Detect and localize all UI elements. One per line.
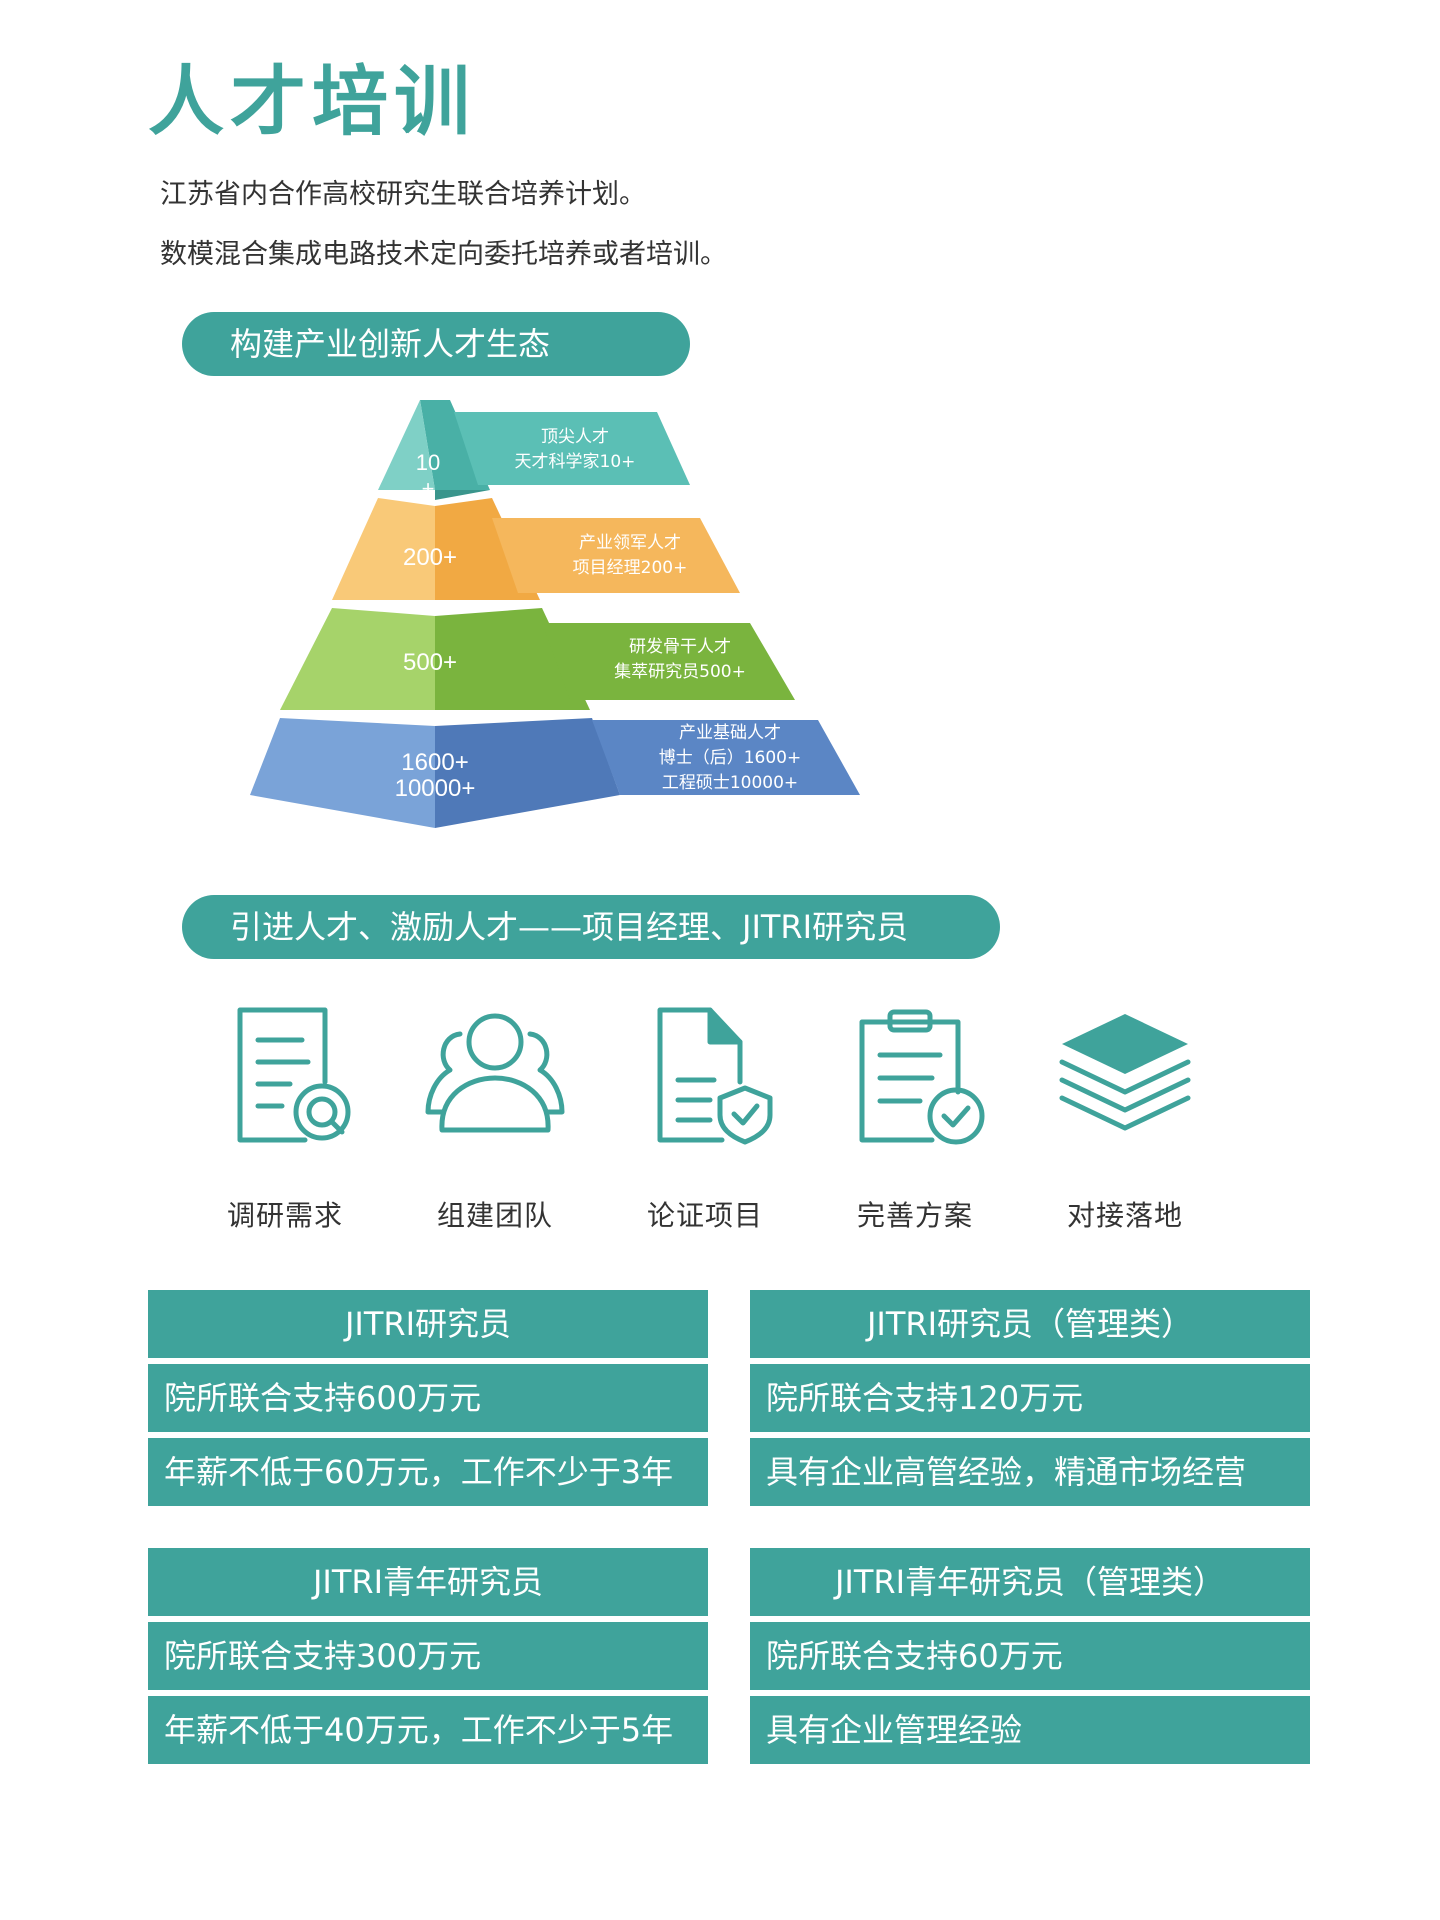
- pyramid-text-line: 10: [416, 450, 440, 475]
- document-search-icon: [237, 1007, 351, 1143]
- card-item: 年薪不低于60万元，工作不少于3年: [148, 1438, 708, 1506]
- card-header: JITRI研究员（管理类）: [750, 1290, 1310, 1358]
- pyramid-text-line: 500+: [403, 649, 457, 676]
- position-card-researcher: JITRI研究员 院所联合支持600万元 年薪不低于60万元，工作不少于3年: [148, 1290, 708, 1512]
- position-card-young-researcher-management: JITRI青年研究员（管理类） 院所联合支持60万元 具有企业管理经验: [750, 1548, 1310, 1770]
- layers-icon: [1059, 1014, 1191, 1131]
- step-label-refine: 完善方案: [856, 1199, 973, 1232]
- clipboard-check-icon: [859, 1009, 985, 1145]
- card-header: JITRI青年研究员（管理类）: [750, 1548, 1310, 1616]
- step-refine: 完善方案: [820, 1000, 1010, 1234]
- card-item: 具有企业管理经验: [750, 1696, 1310, 1764]
- pyramid-text-line: 项目经理200+: [573, 558, 688, 578]
- position-card-researcher-management: JITRI研究员（管理类） 院所联合支持120万元 具有企业高管经验，精通市场经…: [750, 1290, 1310, 1512]
- pyramid-text-line: +: [422, 476, 435, 501]
- talent-pyramid: 10+ 顶尖人才天才科学家10+ 200+ 产业领军人才项目经理200+ 500…: [250, 400, 860, 828]
- pyramid-text-line: 天才科学家10+: [515, 452, 636, 472]
- pyramid-layer-top: 10+ 顶尖人才天才科学家10+: [378, 400, 690, 501]
- intro-line-1: 江苏省内合作高校研究生联合培养计划。: [160, 179, 646, 210]
- pyramid-layer-base: 1600+10000+ 产业基础人才博士（后）1600+ 工程硕士10000+: [250, 718, 860, 828]
- pyramid-text-line: 集萃研究员500+: [614, 662, 746, 682]
- pyramid-text-line: 研发骨干人才: [629, 637, 731, 657]
- pyramid-text-line: 工程硕士10000+: [662, 773, 798, 793]
- pyramid-text-line: 10000+: [395, 775, 476, 802]
- section-pill-talent: 引进人才、激励人才——项目经理、JITRI研究员: [182, 895, 1000, 959]
- card-header: JITRI研究员: [148, 1290, 708, 1358]
- step-team: 组建团队: [400, 1000, 590, 1234]
- step-label-research: 调研需求: [226, 1199, 343, 1232]
- card-item: 院所联合支持60万元: [750, 1622, 1310, 1690]
- document-shield-icon: [657, 1007, 773, 1145]
- pyramid-text-line: 顶尖人才: [541, 427, 609, 447]
- step-label-verify: 论证项目: [646, 1199, 763, 1232]
- intro-line-2: 数模混合集成电路技术定向委托培养或者培训。: [160, 239, 727, 270]
- step-verify: 论证项目: [610, 1000, 800, 1234]
- pyramid-text-line: 1600+: [401, 749, 468, 776]
- pyramid-label-third: 研发骨干人才集萃研究员500+: [614, 637, 746, 682]
- pyramid-value-base: 1600+10000+: [395, 749, 476, 802]
- card-item: 具有企业高管经验，精通市场经营: [750, 1438, 1310, 1506]
- pyramid-value-third: 500+: [403, 649, 457, 676]
- section-pill-ecosystem: 构建产业创新人才生态: [182, 312, 690, 376]
- position-card-young-researcher: JITRI青年研究员 院所联合支持300万元 年薪不低于40万元，工作不少于5年: [148, 1548, 708, 1770]
- pyramid-text-line: 产业领军人才: [579, 533, 681, 553]
- card-item: 院所联合支持600万元: [148, 1364, 708, 1432]
- step-label-implement: 对接落地: [1066, 1199, 1183, 1232]
- pyramid-label-second: 产业领军人才项目经理200+: [573, 533, 688, 578]
- card-item: 院所联合支持300万元: [148, 1622, 708, 1690]
- card-header: JITRI青年研究员: [148, 1548, 708, 1616]
- pyramid-text-line: 200+: [403, 544, 457, 571]
- card-item: 院所联合支持120万元: [750, 1364, 1310, 1432]
- pyramid-layer-third: 500+ 研发骨干人才集萃研究员500+: [280, 608, 795, 710]
- step-implement: 对接落地: [1030, 1000, 1220, 1234]
- page-title: 人才培训: [148, 57, 476, 146]
- pyramid-label-top: 顶尖人才天才科学家10+: [515, 427, 636, 472]
- pyramid-value-top: 10+: [416, 450, 440, 501]
- process-steps: 调研需求 组建团队 论证项目: [190, 1000, 1220, 1250]
- pyramid-layer-second: 200+ 产业领军人才项目经理200+: [332, 498, 740, 600]
- card-item: 年薪不低于40万元，工作不少于5年: [148, 1696, 708, 1764]
- pyramid-value-second: 200+: [403, 544, 457, 571]
- pyramid-text-line: 产业基础人才: [679, 723, 781, 743]
- pyramid-text-line: 博士（后）1600+: [659, 748, 802, 768]
- pyramid-label-base: 产业基础人才博士（后）1600+ 工程硕士10000+: [659, 723, 802, 793]
- step-research: 调研需求: [190, 1000, 380, 1234]
- step-label-team: 组建团队: [436, 1199, 553, 1232]
- team-icon: [425, 1013, 565, 1133]
